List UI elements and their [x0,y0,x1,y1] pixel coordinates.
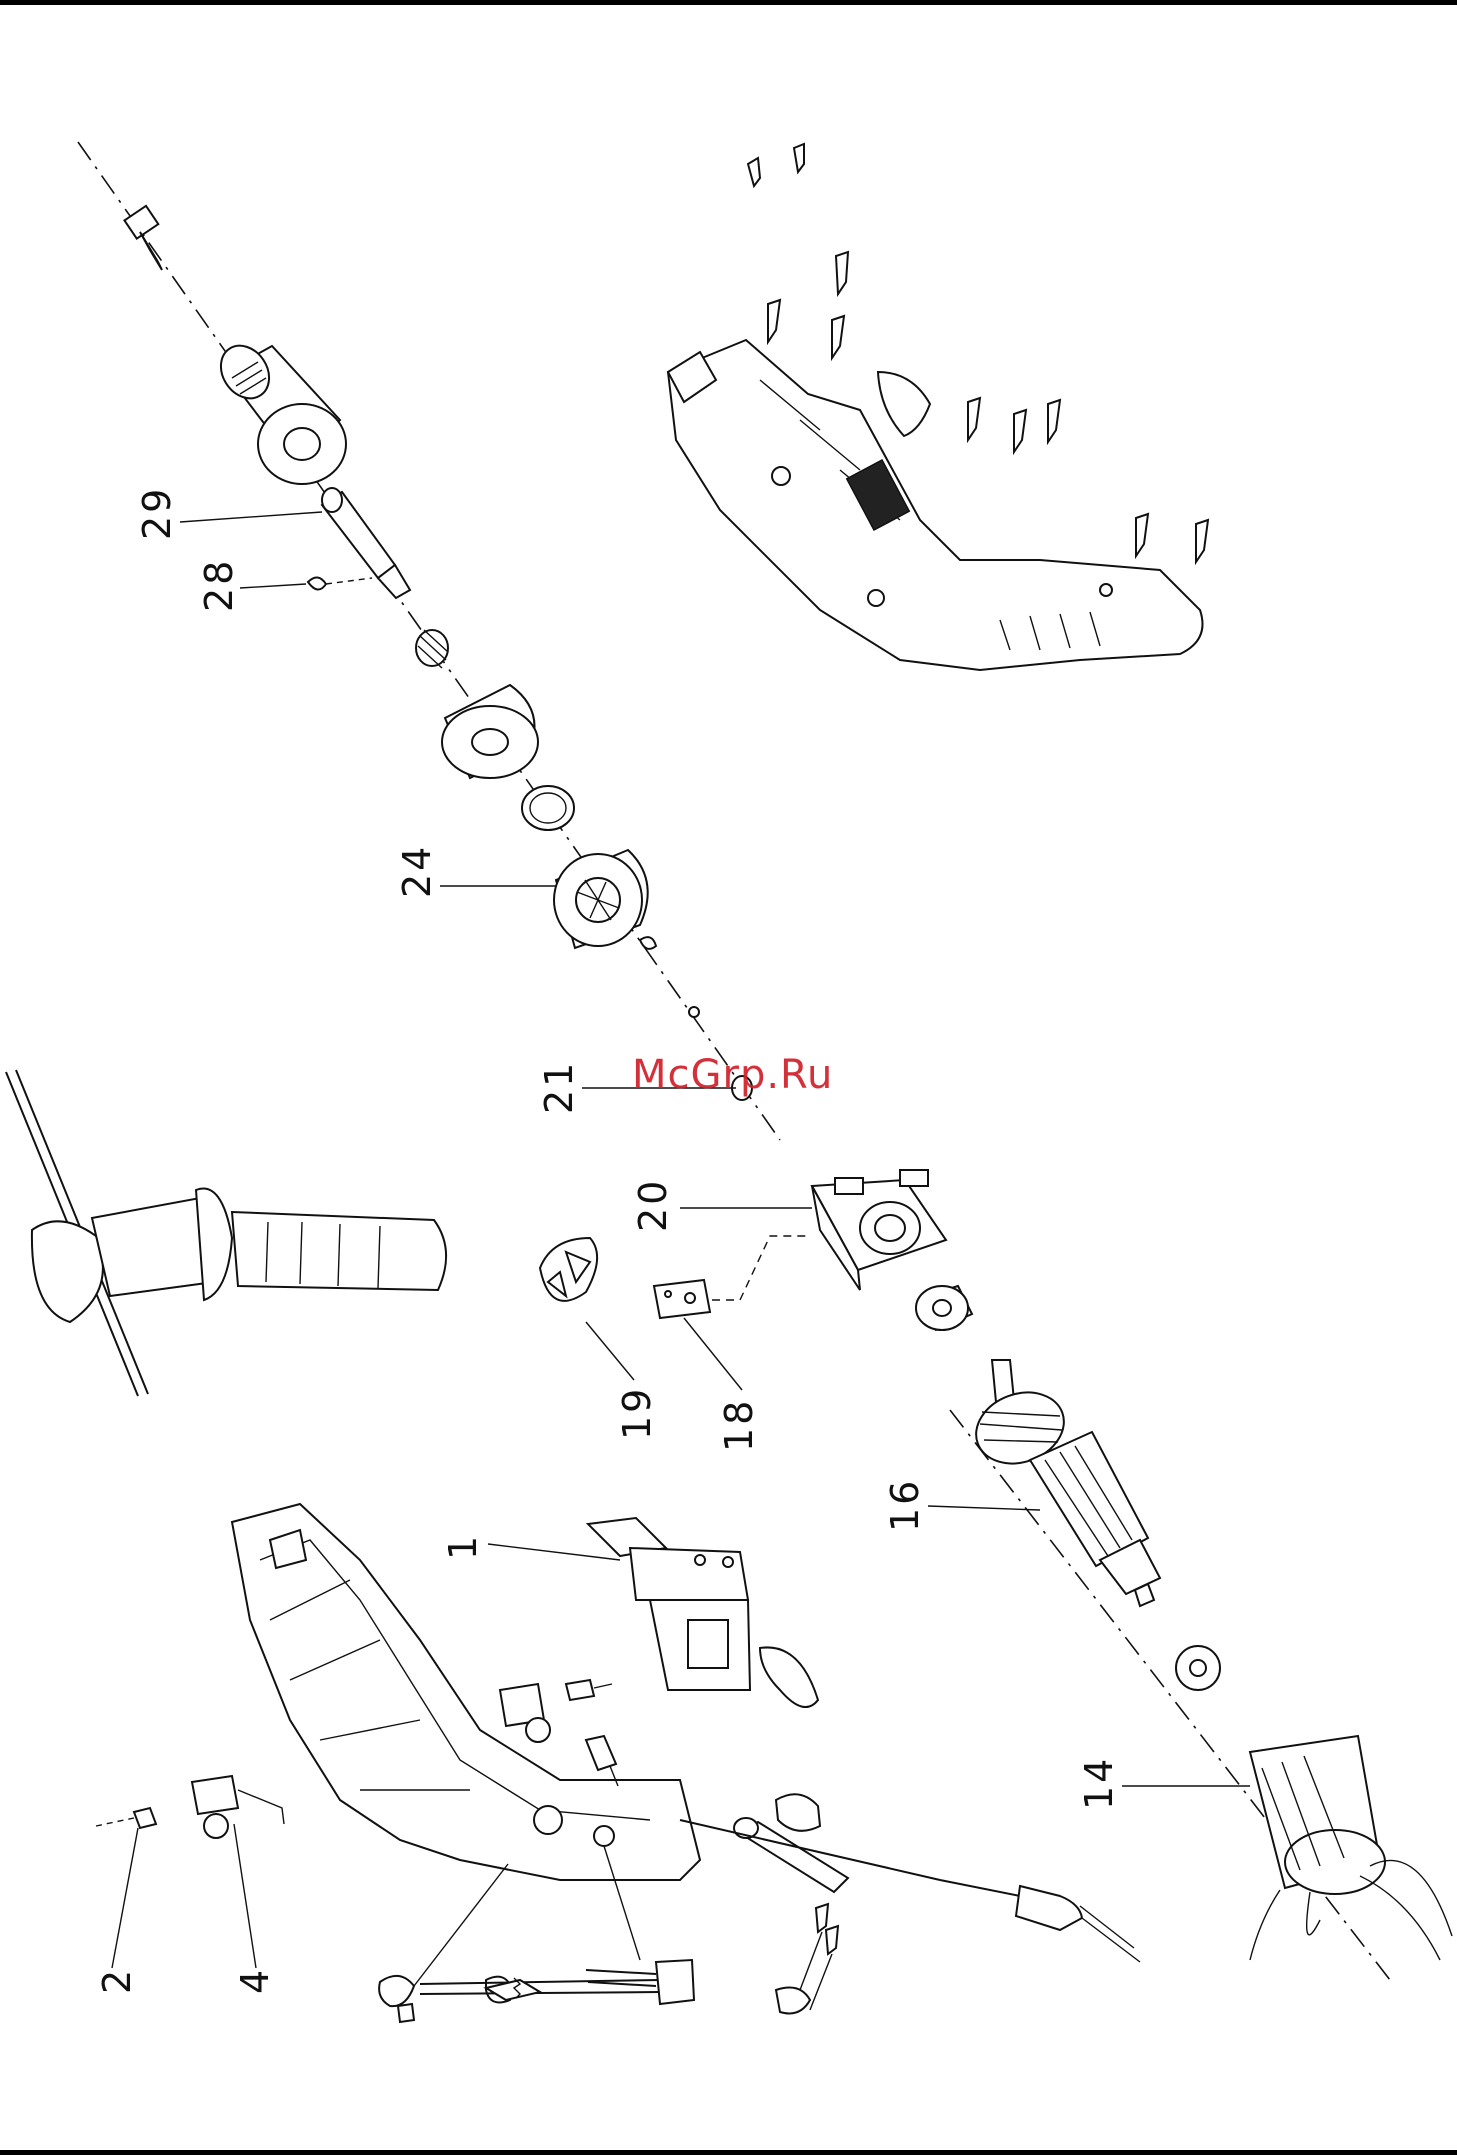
gearbox-plate [812,1170,946,1290]
leader-16 [928,1506,1040,1510]
armature-bearing-front [916,1286,972,1330]
leader-4 [234,1824,256,1968]
assembled-drill [668,340,1203,670]
drill-chuck [211,336,346,484]
label-part-18: 18 [717,1398,761,1452]
label-part-1: 1 [441,1533,485,1560]
brush-upper [586,1736,618,1786]
cable-clamp [776,1794,820,1831]
ball-bearing [442,685,538,778]
label-part-4: 4 [233,1967,277,1994]
label-part-24: 24 [395,844,439,898]
leader-28 [240,584,306,588]
label-part-19: 19 [615,1386,659,1440]
leader-brush-cap [414,1864,508,1986]
carbon-brush [96,1808,156,1828]
label-part-14: 14 [1077,1756,1121,1810]
leader-29 [180,512,322,522]
spindle [322,488,410,598]
selector-knob [540,1238,597,1301]
stator [1250,1736,1452,1960]
circlip [640,937,656,949]
brush-holder-upper [500,1680,612,1742]
retaining-ring [522,786,574,830]
brush-holder-lower [192,1776,284,1838]
brush-bracket [654,1236,808,1318]
gear [554,850,648,948]
leader-19 [586,1322,634,1380]
label-part-2: 2 [95,1967,139,1994]
leader-2 [112,1828,138,1968]
label-part-28: 28 [197,558,241,612]
armature [966,1360,1160,1606]
cord-strain-relief [420,1977,660,2003]
clamp-screws [776,1904,838,2014]
armature-bearing-rear [1176,1646,1220,1690]
woodruff-key [308,577,372,589]
power-cord [680,1820,1140,1962]
watermark-text: McGrp.Ru [632,1052,833,1098]
label-part-16: 16 [883,1478,927,1532]
leader-1 [488,1544,620,1560]
trigger-switch [588,1518,818,1707]
label-part-29: 29 [135,486,179,540]
leader-18 [684,1318,742,1390]
chuck-screw [124,206,162,270]
wire-connector [586,1960,694,2004]
label-part-21: 21 [537,1060,581,1114]
side-handle [6,1070,446,1396]
spring [416,630,448,668]
label-part-20: 20 [631,1178,675,1232]
brush-cap [379,1976,414,2022]
steel-ball [689,1007,699,1017]
